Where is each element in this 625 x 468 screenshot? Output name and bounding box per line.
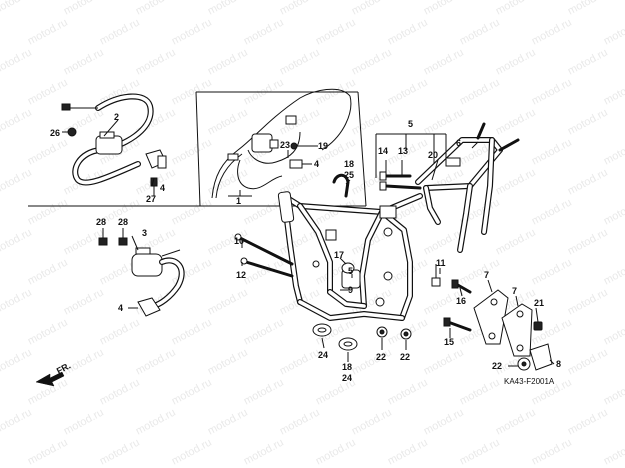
wire-harness <box>211 88 352 199</box>
callout-22-left: 22 <box>376 352 386 362</box>
diagram-code: KA43-F2001A <box>504 377 555 386</box>
stud-11 <box>431 264 441 287</box>
callout-20: 20 <box>428 150 438 160</box>
bolt-13-14 <box>379 171 422 191</box>
callout-27: 27 <box>146 194 156 204</box>
callout-19: 19 <box>318 141 328 151</box>
callout-labels: 2 26 4 27 1 23 19 4 18 25 5 14 13 20 6 2… <box>50 112 561 383</box>
callout-28-left: 28 <box>96 217 106 227</box>
footpeg-8 <box>529 343 553 371</box>
callout-14: 14 <box>378 146 388 156</box>
callout-1: 1 <box>236 196 241 206</box>
callout-18-top: 18 <box>344 159 354 169</box>
nut-22-right <box>517 357 531 371</box>
nut-22b <box>400 328 412 340</box>
front-direction-arrow-icon: FR. <box>35 360 72 387</box>
callout-24-bottom: 24 <box>342 373 352 383</box>
callout-4-bottom-left: 4 <box>118 303 123 313</box>
nut-21 <box>533 321 543 331</box>
callout-25: 25 <box>344 170 354 180</box>
callout-26: 26 <box>50 128 60 138</box>
callout-17: 17 <box>334 250 344 260</box>
callout-10: 10 <box>234 236 244 246</box>
callout-4-top-left: 4 <box>160 183 165 193</box>
bolt-15 <box>443 317 472 332</box>
footpeg-bracket-right <box>501 303 533 357</box>
grommet-24b <box>338 337 358 351</box>
ignition-coil-lower <box>131 247 185 317</box>
callout-4-top-center: 4 <box>314 159 319 169</box>
callout-7-left: 7 <box>484 270 489 280</box>
callout-9: 9 <box>348 285 353 295</box>
callout-28-right: 28 <box>118 217 128 227</box>
callout-3: 3 <box>142 228 147 238</box>
callout-24-left: 24 <box>318 350 328 360</box>
callout-11: 11 <box>436 258 446 268</box>
ignition-coil-left <box>61 93 167 186</box>
bolt-10-12 <box>234 233 294 278</box>
callout-21: 21 <box>534 298 544 308</box>
callout-15: 15 <box>444 337 454 347</box>
bolt-28a <box>98 228 108 246</box>
callout-23: 23 <box>280 140 290 150</box>
callout-22-right: 22 <box>492 361 502 371</box>
callout-2: 2 <box>114 112 119 122</box>
callout-7-right: 7 <box>512 286 517 296</box>
callout-16: 16 <box>456 296 466 306</box>
leader-lines <box>103 119 555 367</box>
subframe <box>415 122 520 253</box>
frame-body <box>277 191 423 321</box>
inset-divider <box>28 91 367 207</box>
callout-5-top: 5 <box>408 119 413 129</box>
grommet-24a <box>312 323 332 337</box>
front-direction-label: FR. <box>55 360 72 376</box>
bolt-28b <box>118 228 128 246</box>
callout-13: 13 <box>398 146 408 156</box>
bolt-16 <box>451 279 472 294</box>
callout-8: 8 <box>556 359 561 369</box>
callout-6: 6 <box>456 138 461 148</box>
callout-5-middle: 5 <box>348 266 353 276</box>
grommet-17 <box>341 262 355 274</box>
callout-22-middle: 22 <box>400 352 410 362</box>
nut-22a <box>376 326 388 338</box>
callout-12: 12 <box>236 270 246 280</box>
bolt-26 <box>62 127 77 137</box>
callout-18-bottom: 18 <box>342 362 352 372</box>
